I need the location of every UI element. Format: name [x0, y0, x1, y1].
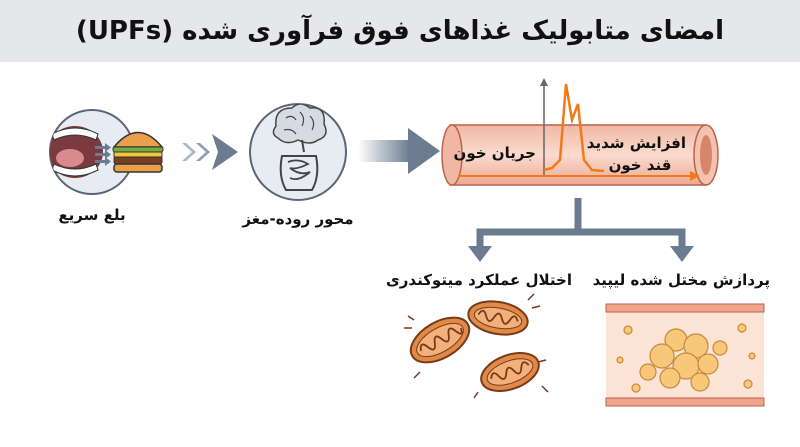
- label-glucose-spike-1: افزایش شدید: [586, 134, 686, 152]
- label-gut-brain-axis: محور روده-مغز: [242, 210, 354, 228]
- split-arrows: [476, 198, 686, 248]
- label-blood-flow: جریان خون: [453, 144, 536, 162]
- label-glucose-spike-2: قند خون: [608, 156, 672, 174]
- arrow-head-left: [468, 246, 492, 262]
- lipid-vessel-icon: [605, 303, 765, 407]
- label-rapid-swallow: بلع سریع: [58, 206, 126, 224]
- arrow-head-right: [670, 246, 694, 262]
- page-title: امضای متابولیک غذاهای فوق فرآوری شده (UP…: [75, 16, 725, 46]
- header-bar: [0, 0, 800, 62]
- diagram-canvas: [49, 78, 765, 407]
- mouth-burger-icon: [49, 109, 164, 195]
- brain-gut-icon: [249, 103, 347, 201]
- glucose-spike-graph: [458, 78, 700, 181]
- flow-arrow: [358, 128, 440, 174]
- chevron-arrows-icon: [182, 134, 238, 170]
- burger-icon: [112, 131, 164, 173]
- label-lipid-processing: پردازش مختل شده لیپید: [592, 271, 770, 289]
- label-mitochondrial-dysfunction: اختلال عملکرد میتوکندری: [386, 271, 572, 289]
- mitochondria-icon: [404, 293, 549, 399]
